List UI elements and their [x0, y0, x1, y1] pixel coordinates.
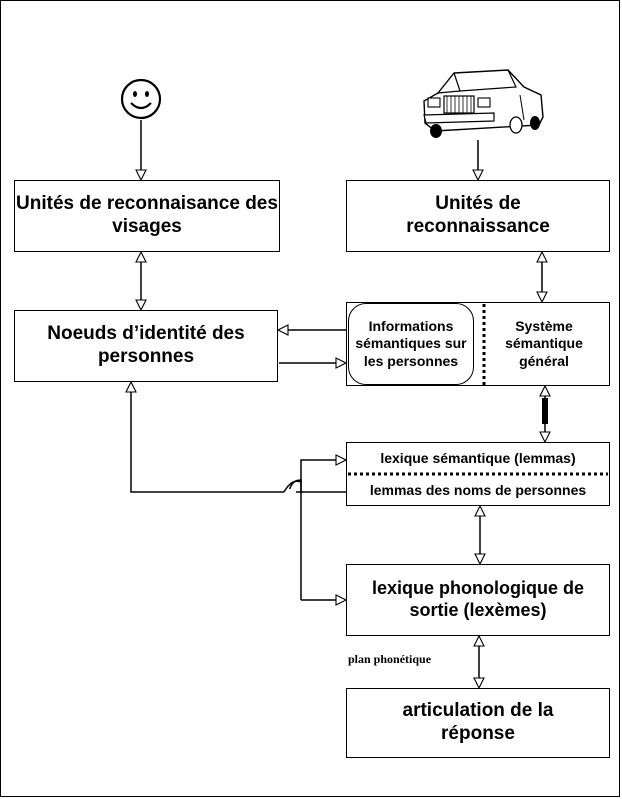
- person-identity-nodes-box: Noeuds d’identité des personnes: [14, 310, 278, 382]
- person-name-lemmas-segment: lemmas des noms de personnes: [347, 475, 609, 505]
- object-recognition-units-label: Unités de reconnaissance: [406, 193, 550, 237]
- smiley-face-icon: [120, 78, 162, 120]
- face-recognition-units-label: Unités de reconnaisance des visages: [16, 193, 278, 237]
- object-recognition-units-box: Unités de reconnaissance: [346, 180, 610, 252]
- phonetic-plan-label: plan phonétique: [348, 652, 432, 666]
- face-recognition-units-box: Unités de reconnaisance des visages: [14, 180, 280, 252]
- person-semantic-info-oval: Informations sémantiques sur les personn…: [348, 303, 474, 385]
- general-semantic-system: Système sémantique général: [488, 303, 600, 385]
- response-articulation-box: articulation de la réponse: [346, 688, 610, 758]
- semantic-lexicon-segment: lexique sémantique (lemmas): [347, 443, 609, 473]
- car-icon: [423, 69, 544, 138]
- phonological-output-lexicon-box: lexique phonologique de sortie (lexèmes): [346, 564, 610, 636]
- bridge-curve: [288, 479, 302, 600]
- to-semantic-lexicon-arrow: [300, 460, 345, 492]
- person-name-lemmas-label: lemmas des noms de personnes: [369, 481, 587, 498]
- phonological-output-lexicon-label: lexique phonologique de sortie (lexèmes): [371, 578, 584, 620]
- lemmas-to-identity-arrow: [131, 383, 346, 493]
- semantic-lexicon-label: lexique sémantique (lemmas): [380, 449, 576, 466]
- person-semantic-info-label: Informations sémantiques sur les personn…: [355, 317, 467, 369]
- general-semantic-system-label: Système sémantique général: [505, 317, 583, 369]
- response-articulation-label: articulation de la réponse: [402, 700, 554, 744]
- person-identity-nodes-label: Noeuds d’identité des personnes: [47, 323, 245, 367]
